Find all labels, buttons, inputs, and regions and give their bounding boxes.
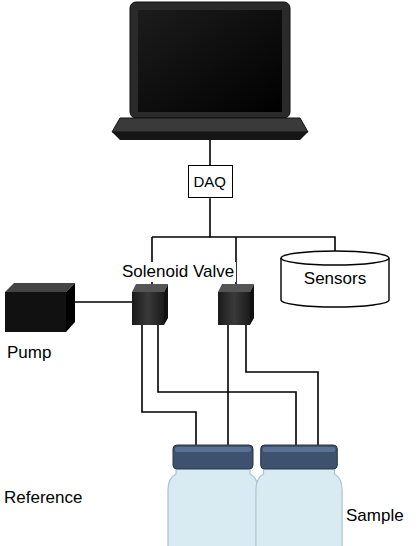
- solenoid-valve: [132, 284, 168, 325]
- wire: [209, 140, 211, 165]
- node-label: Sensors: [280, 269, 390, 289]
- bottle-cap: [173, 445, 253, 469]
- cylinder-rim: [281, 258, 389, 265]
- node-label: Pump: [7, 343, 51, 363]
- bottle-body: [256, 468, 342, 546]
- sensor-cylinder: Sensors: [280, 250, 390, 308]
- bottle-body: [168, 468, 258, 546]
- sample-bottle: Sample: [254, 444, 344, 546]
- pump-box: [5, 283, 75, 332]
- component-label: Solenoid Valve: [120, 262, 236, 282]
- bottle-outline: [166, 444, 260, 546]
- reference-bottle: Reference: [166, 444, 260, 546]
- pump: Pump: [5, 283, 77, 333]
- tube: [158, 325, 296, 446]
- bottle-outline: [254, 444, 344, 546]
- tube: [75, 301, 133, 303]
- bus-wire: [210, 198, 335, 251]
- laptop: [112, 2, 308, 140]
- node-label: Reference: [4, 488, 82, 508]
- node-label: DAQ: [194, 173, 227, 190]
- cap-highlight: [263, 447, 336, 452]
- tube: [246, 325, 318, 446]
- cap-highlight: [175, 447, 251, 452]
- daq-box: DAQ: [188, 165, 233, 198]
- cylinder-body: [281, 251, 389, 307]
- tube: [227, 325, 229, 446]
- wire: [152, 236, 210, 238]
- bottle-cap: [261, 445, 338, 469]
- solenoid-valve: [218, 284, 254, 325]
- node-label: Sample: [346, 506, 404, 526]
- tube: [142, 325, 196, 446]
